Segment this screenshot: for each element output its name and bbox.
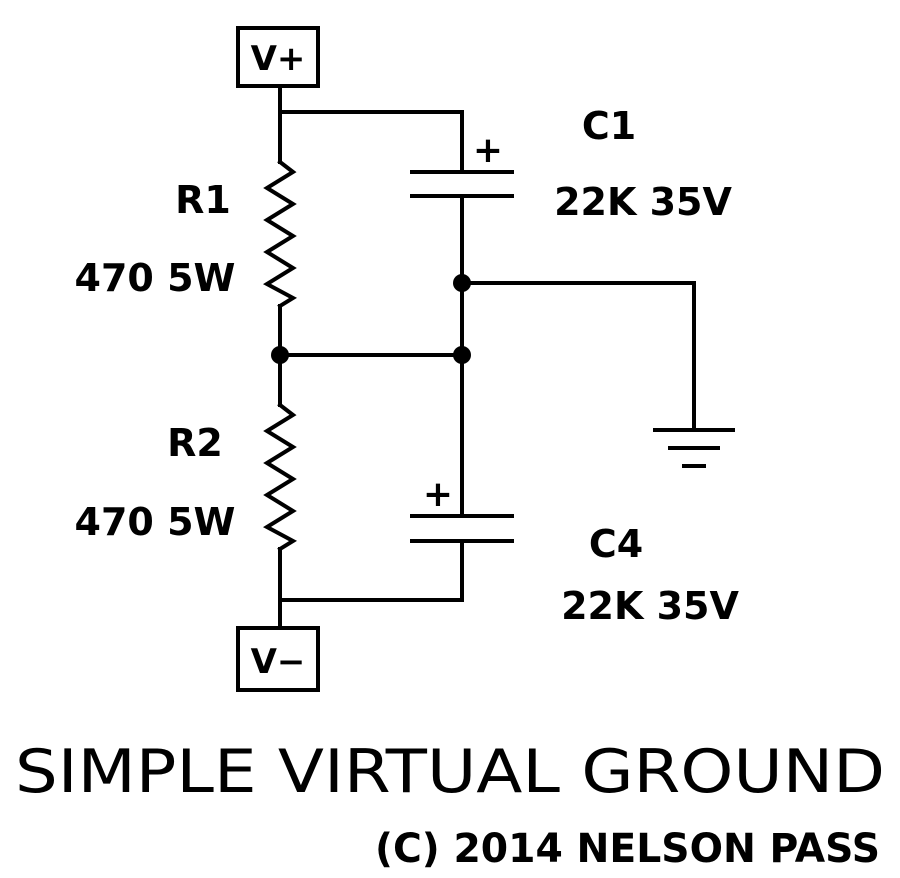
r1-resistor (262, 159, 298, 309)
c4-plus-sign: + (423, 474, 453, 515)
ground-wire (460, 281, 696, 432)
r2-resistor (262, 402, 298, 552)
copyright-line: (C) 2014 NELSON PASS (375, 826, 880, 872)
v-minus-terminal (236, 626, 320, 692)
r1-value: 470 5W (75, 256, 236, 300)
junction-dot-right (453, 346, 471, 364)
c1-plus-sign: + (473, 130, 503, 171)
r2-value: 470 5W (75, 500, 236, 544)
c1-name: C1 (582, 104, 636, 148)
diagram-title: SIMPLE VIRTUAL GROUND (15, 737, 885, 807)
c4-value: 22K 35V (561, 584, 739, 628)
r2-name: R2 (167, 421, 223, 465)
c1-value: 22K 35V (554, 180, 732, 224)
c4-name: C4 (589, 522, 643, 566)
bottom-rail-wire (278, 539, 464, 602)
junction-dot-ground (453, 274, 471, 292)
r1-name: R1 (175, 178, 231, 222)
v-plus-label: V+ (251, 39, 306, 79)
top-rail-wire (278, 86, 464, 170)
v-minus-label: V− (251, 642, 306, 682)
